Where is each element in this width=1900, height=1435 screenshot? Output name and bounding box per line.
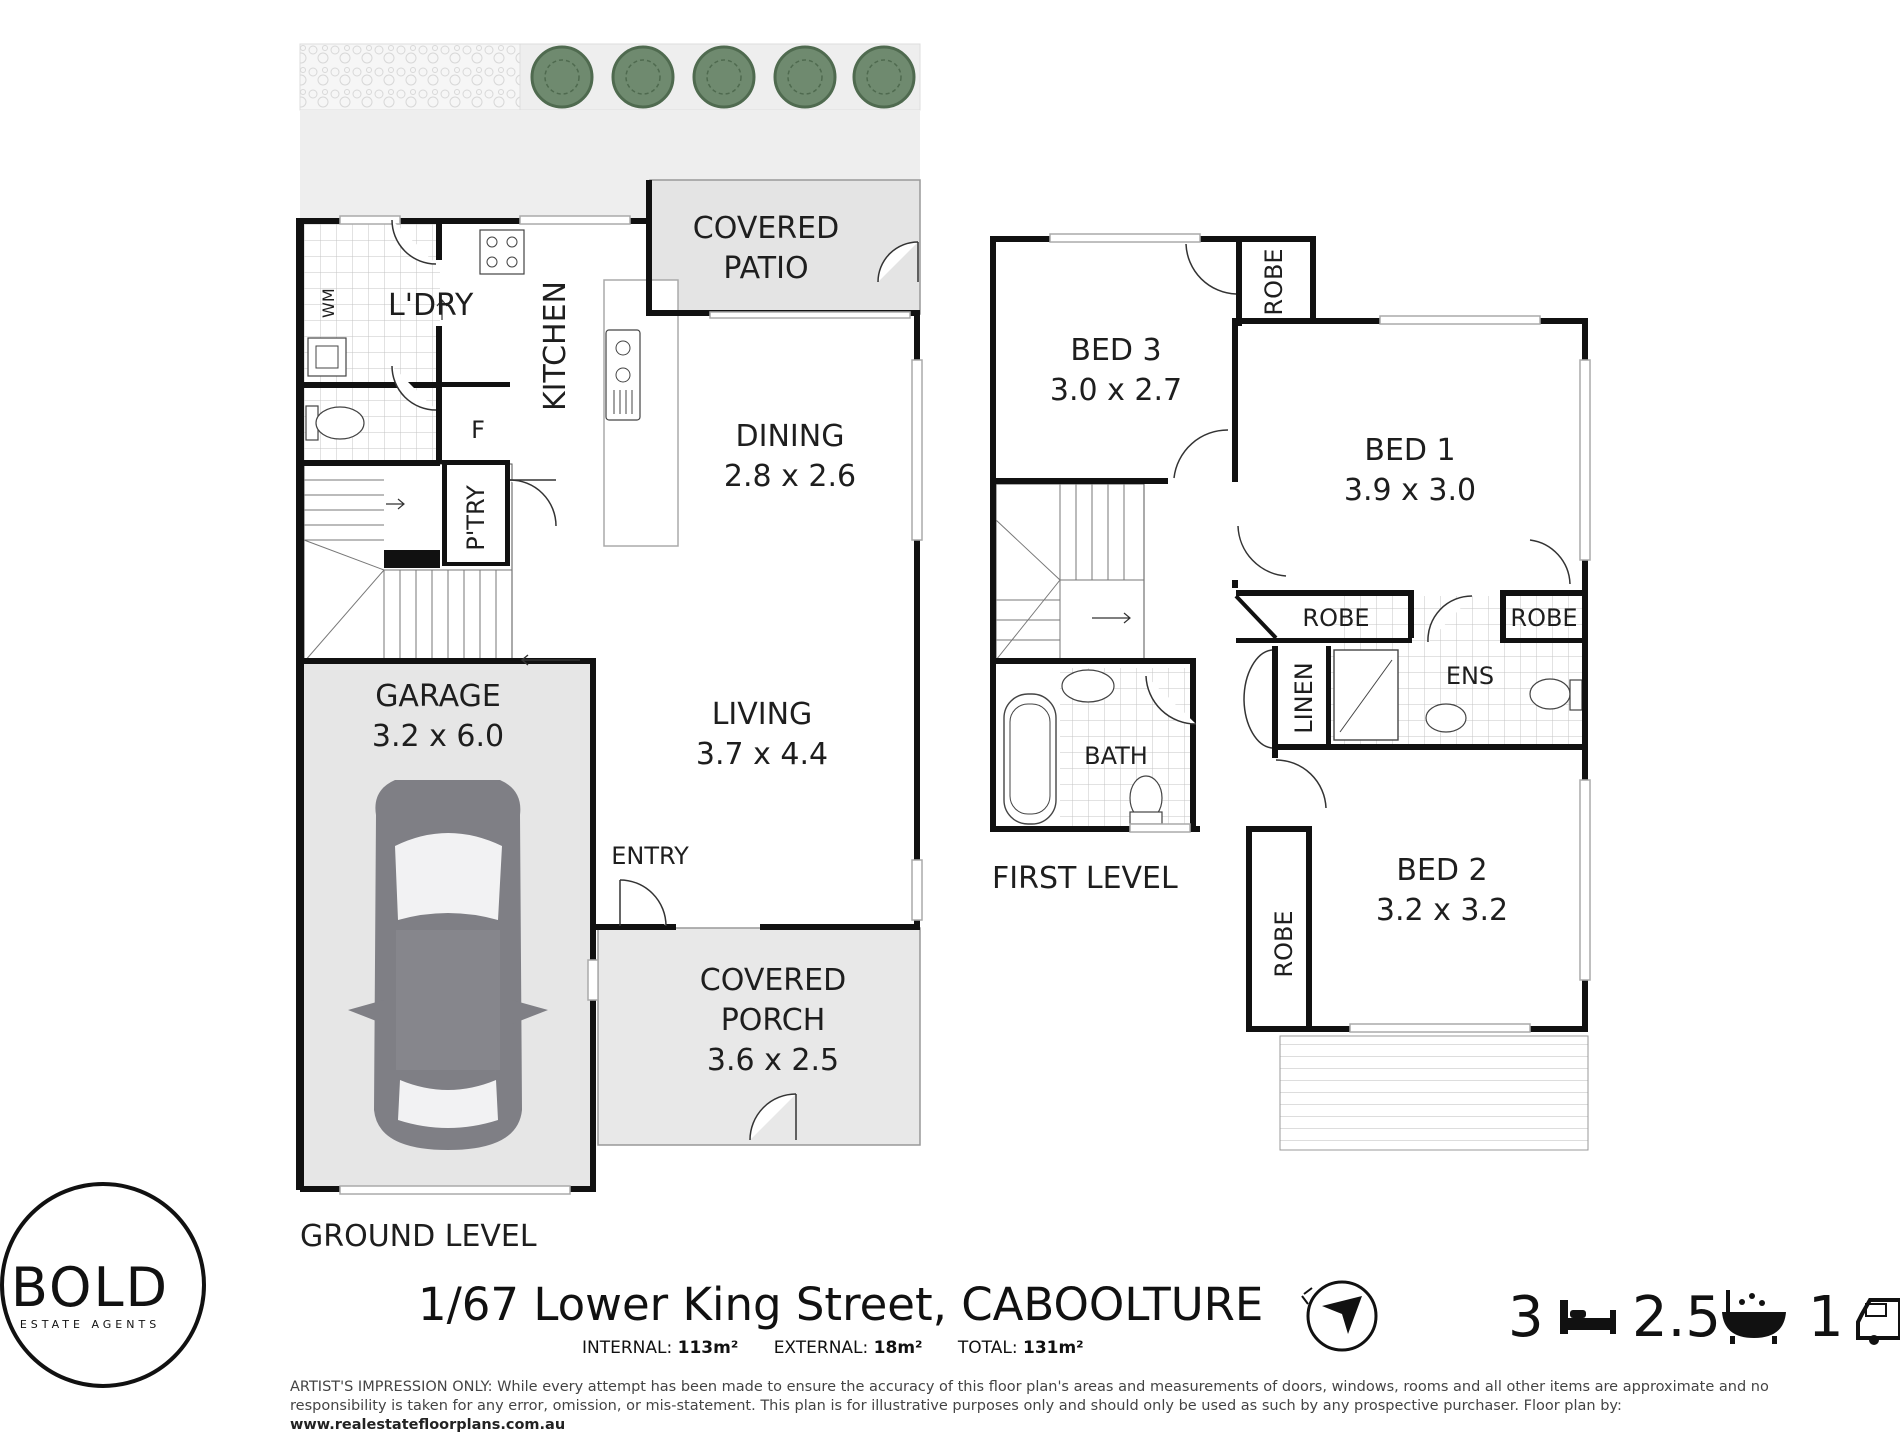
laundry-label: L'DRY xyxy=(388,288,474,323)
kitchen-label: KITCHEN xyxy=(538,281,573,411)
ensuite-label: ENS xyxy=(1446,662,1494,690)
linen-label: LINEN xyxy=(1290,662,1318,734)
bed1-robe-left-label: ROBE xyxy=(1302,604,1369,632)
bed1-label: BED 1 xyxy=(1364,433,1455,468)
first-level-plan: BED 3 3.0 x 2.7 ROBE BED 1 3.9 x 3.0 ROB… xyxy=(990,233,1591,1151)
bed2-robe-label: ROBE xyxy=(1270,910,1298,977)
dining-label: DINING xyxy=(736,419,845,454)
covered-porch-area xyxy=(597,927,921,1146)
living-label: LIVING xyxy=(712,697,813,732)
external-area-value: 18m² xyxy=(873,1338,923,1358)
bed1-size: 3.9 x 3.0 xyxy=(1344,473,1476,508)
bed2-size: 3.2 x 3.2 xyxy=(1376,893,1508,928)
toilet-icon xyxy=(1129,775,1163,825)
bed-icon xyxy=(1560,1300,1616,1334)
bed1-robe-right-label: ROBE xyxy=(1510,604,1577,632)
internal-area-label: INTERNAL: xyxy=(582,1338,673,1358)
fridge-label: F xyxy=(471,416,485,444)
property-address: 1/67 Lower King Street, CABOOLTURE xyxy=(418,1278,1264,1331)
garage-size: 3.2 x 6.0 xyxy=(372,719,504,754)
pebble-garden xyxy=(299,43,521,111)
garage-label: GARAGE xyxy=(375,679,501,714)
total-area-value: 131m² xyxy=(1022,1338,1084,1358)
balcony-deck xyxy=(1279,1035,1589,1151)
car-in-garage-icon xyxy=(348,780,548,1150)
toilet-icon xyxy=(1529,678,1583,711)
disclaimer-text: ARTIST'S IMPRESSION ONLY: While every at… xyxy=(290,1378,1770,1435)
agency-logo-subtext: ESTATE AGENTS xyxy=(19,1318,161,1331)
car-icon xyxy=(1856,1298,1900,1345)
first-level-label: FIRST LEVEL xyxy=(992,861,1178,896)
bathtub-icon xyxy=(1003,693,1057,825)
first-stairs xyxy=(995,483,1145,661)
bed2-label: BED 2 xyxy=(1396,853,1487,888)
car-space-count: 1 xyxy=(1808,1285,1844,1350)
pantry-label: P'TRY xyxy=(462,485,490,551)
kitchen-sink-icon xyxy=(605,329,641,421)
basin-icon xyxy=(1425,703,1467,733)
agency-logo-text: BOLD xyxy=(10,1256,170,1319)
disclaimer-body: ARTIST'S IMPRESSION ONLY: While every at… xyxy=(290,1379,1769,1414)
bed3-label: BED 3 xyxy=(1070,333,1161,368)
shrubs xyxy=(530,45,916,109)
toilet-icon xyxy=(305,405,365,441)
shrub-icon xyxy=(692,45,756,109)
shrub-icon xyxy=(530,45,594,109)
shrub-icon xyxy=(773,45,837,109)
bed3-size: 3.0 x 2.7 xyxy=(1050,373,1182,408)
total-area-label: TOTAL: xyxy=(957,1338,1018,1358)
cooktop-icon xyxy=(479,229,525,275)
basin-icon xyxy=(1061,669,1115,703)
bath-icon xyxy=(1722,1290,1786,1344)
bedroom-count: 3 xyxy=(1508,1285,1544,1350)
area-summary: INTERNAL: 113m² EXTERNAL: 18m² TOTAL: 13… xyxy=(582,1338,1114,1358)
ground-level-label: GROUND LEVEL xyxy=(300,1219,537,1254)
bed3-robe-label: ROBE xyxy=(1260,248,1288,315)
laundry-tub-icon xyxy=(307,337,347,377)
dining-size: 2.8 x 2.6 xyxy=(724,459,856,494)
covered-patio-area xyxy=(649,179,921,315)
entry-label: ENTRY xyxy=(611,842,689,870)
porch-size: 3.6 x 2.5 xyxy=(707,1043,839,1078)
floorplan-provider-link[interactable]: www.realestatefloorplans.com.au xyxy=(290,1417,566,1433)
internal-area-value: 113m² xyxy=(677,1338,739,1358)
living-size: 3.7 x 4.4 xyxy=(696,737,828,772)
compass-icon xyxy=(1301,1280,1378,1352)
washing-machine-label: WM xyxy=(319,288,338,318)
shrub-icon xyxy=(852,45,916,109)
external-area-label: EXTERNAL: xyxy=(773,1338,869,1358)
agency-logo-ring xyxy=(0,1182,206,1388)
bath-label: BATH xyxy=(1084,742,1148,770)
shrub-icon xyxy=(611,45,675,109)
bathroom-count: 2.5 xyxy=(1632,1285,1722,1350)
